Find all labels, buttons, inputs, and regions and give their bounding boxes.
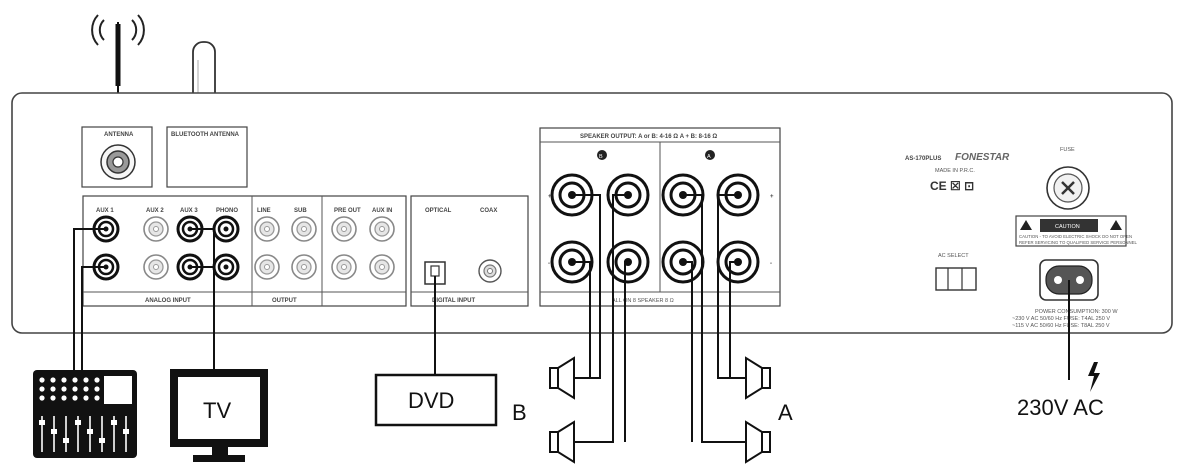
mixer-icon <box>33 370 137 458</box>
polarity-mark: - <box>770 261 772 267</box>
polarity-mark: - <box>548 261 550 267</box>
optical-input-jack <box>424 261 446 285</box>
jack-column-label: LINE <box>257 208 271 214</box>
digital-input-panel <box>410 195 529 307</box>
mixer-cable-left <box>73 228 106 395</box>
zone-a-marker: A <box>707 154 711 160</box>
tv-icon: TV <box>170 369 268 462</box>
model-label: AS-170PLUS <box>905 156 941 162</box>
speaker-output-label: SPEAKER OUTPUT: A or B: 4-16 Ω A + B: 8-… <box>580 134 717 140</box>
antenna-input: ANTENNA <box>81 126 153 188</box>
jack-column-label: AUX 2 <box>146 208 164 214</box>
speaker-icon <box>549 356 575 400</box>
caution-label: CAUTION CAUTION - TO AVOID ELECTRIC SHOC… <box>1015 215 1137 247</box>
zone-a-speakers-label: A <box>778 400 793 425</box>
tv-cable-left <box>190 228 215 375</box>
tv-label: TV <box>203 398 231 423</box>
speaker-icon <box>549 420 575 464</box>
rca-jack-icon <box>254 216 280 242</box>
svg-text:CAUTION: CAUTION <box>1055 224 1080 230</box>
ac-select-switch <box>935 267 977 291</box>
speaker-a2-cable-neg <box>683 261 693 442</box>
fuse-holder-icon <box>1046 166 1090 210</box>
speaker-b1-cable-neg <box>572 261 591 378</box>
polarity-mark: + <box>770 194 774 200</box>
rca-jack-icon <box>291 254 317 280</box>
coax-label: COAX <box>480 208 497 214</box>
rca-jack-grid: AUX 1 AUX 2 AUX 3 PHONO LINE SUB PRE OUT AUX IN <box>92 208 395 281</box>
antenna-label: ANTENNA <box>104 132 134 138</box>
speaker-b1-cable-pos <box>572 194 601 379</box>
speaker-icon <box>745 420 771 464</box>
power-line-3: ~115 V AC 50/60 Hz FUSE: T8AL 250 V <box>1012 323 1110 329</box>
zone-b-marker: B <box>599 154 603 160</box>
rca-jack-icon <box>143 216 169 242</box>
power-line-2: ~230 V AC 50/60 Hz FUSE: T4AL 250 V <box>1012 316 1110 322</box>
speaker-bottom-label: ALL ON 8 SPEAKER 8 Ω <box>612 298 674 304</box>
jack-column-label: AUX 3 <box>180 208 198 214</box>
analog-input-label: ANALOG INPUT <box>145 298 191 304</box>
speaker-b2-cable-pos <box>574 194 628 443</box>
brand-logo: FONESTAR <box>955 152 1010 163</box>
speaker-a2-cable-pos <box>683 194 746 443</box>
svg-text:CAUTION - TO AVOID ELECTRIC SH: CAUTION - TO AVOID ELECTRIC SHOCK DO NOT… <box>1019 234 1132 239</box>
rca-jack-icon <box>254 254 280 280</box>
rca-jack-icon <box>369 216 395 242</box>
jack-column-label: SUB <box>294 208 307 214</box>
speaker-b2-cable-neg <box>624 261 628 442</box>
analog-input-panel <box>82 195 407 307</box>
rca-jack-icon <box>331 254 357 280</box>
ce-marks: CE ☒ ⊡ <box>930 179 974 193</box>
lightning-icon <box>1088 362 1100 392</box>
digital-input-label: DIGITAL INPUT <box>432 298 475 304</box>
zone-b-speakers-label: B <box>512 400 527 425</box>
rca-jack-icon <box>212 253 240 281</box>
power-line-1: POWER CONSUMPTION: 300 W <box>1035 309 1118 315</box>
output-label: OUTPUT <box>272 298 297 304</box>
rca-jack-icon <box>369 254 395 280</box>
jack-column-label: AUX IN <box>372 208 392 214</box>
jack-column-label: AUX 1 <box>96 208 114 214</box>
bluetooth-label: BLUETOOTH ANTENNA <box>171 132 240 138</box>
speaker-a1-cable-pos <box>717 194 746 379</box>
fuse-label: FUSE <box>1060 147 1075 153</box>
rca-jack-icon <box>143 254 169 280</box>
svg-text:REFER SERVICING TO QUALIFIED S: REFER SERVICING TO QUALIFIED SERVICE PER… <box>1019 240 1137 245</box>
power-label: 230V AC <box>1017 395 1104 420</box>
optical-label: OPTICAL <box>425 208 452 214</box>
jack-column-label: PRE OUT <box>334 208 361 214</box>
dvd-label: DVD <box>408 388 454 413</box>
jack-column-label: PHONO <box>216 208 238 214</box>
speaker-a1-cable-neg <box>729 261 738 378</box>
made-in-label: MADE IN P.R.C. <box>935 168 975 174</box>
dvd-icon: DVD <box>374 373 498 427</box>
mixer-cable-right <box>81 266 106 395</box>
rca-jack-icon <box>331 216 357 242</box>
rca-jack-icon <box>212 215 240 243</box>
speaker-icon <box>745 356 771 400</box>
ac-select-label: AC SELECT <box>938 253 969 259</box>
coax-input-jack <box>478 259 502 283</box>
polarity-mark: + <box>548 194 552 200</box>
bluetooth-antenna-connector: BLUETOOTH ANTENNA <box>166 126 248 188</box>
rca-jack-icon <box>291 216 317 242</box>
